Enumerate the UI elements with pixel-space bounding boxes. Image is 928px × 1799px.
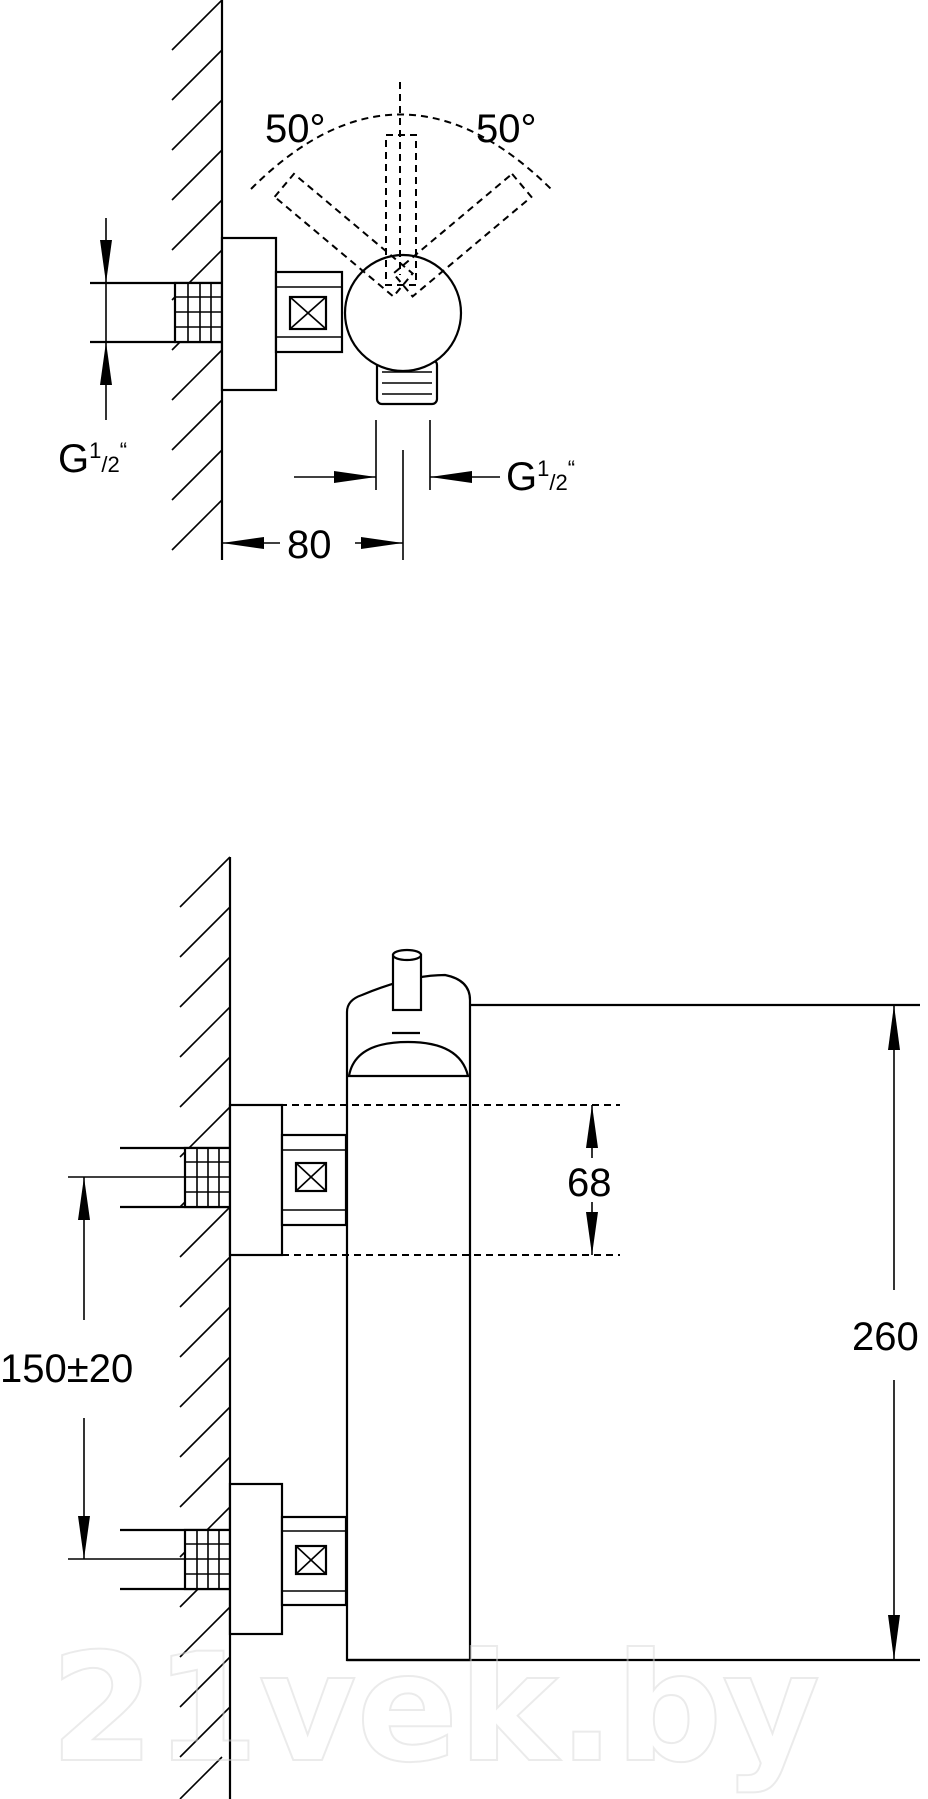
lower-inlet	[120, 1482, 361, 1636]
cartridge-span-dimension: 68	[280, 1104, 624, 1256]
angle-label-left: 50°	[265, 107, 326, 151]
offset-label: 80	[287, 523, 332, 567]
hex-nut-top	[274, 270, 344, 354]
wall-top	[171, 0, 224, 560]
top-view: 50° 50° G1/2“ G1/2“	[58, 0, 575, 567]
mixer-body-top	[343, 253, 463, 373]
offset-dimension: 80	[222, 450, 404, 567]
mixer-body-side	[345, 973, 920, 1662]
total-height-label: 260	[852, 1315, 919, 1359]
watermark: 21vek.by	[50, 1622, 820, 1796]
lever-side	[391, 948, 423, 1012]
angle-label-right: 50°	[476, 107, 537, 151]
upper-inlet	[120, 1103, 361, 1257]
thread-dimension-left: G1/2“	[58, 218, 127, 481]
inlet-pipe-top	[90, 281, 224, 344]
side-view: 68 150±20 260	[0, 856, 920, 1799]
inlet-spacing-label: 150±20	[0, 1347, 133, 1391]
wall-side	[179, 856, 232, 1799]
total-height-dimension: 260	[852, 1005, 919, 1660]
thread-label-right: G1/2“	[506, 455, 575, 499]
thread-dimension-right: G1/2“	[294, 420, 575, 499]
lever-positions	[250, 82, 552, 298]
thread-label-left: G1/2“	[58, 437, 127, 481]
escutcheon-top	[220, 236, 278, 392]
cartridge-span-label: 68	[567, 1161, 612, 1205]
inlet-spacing-dimension: 150±20	[0, 1176, 185, 1560]
